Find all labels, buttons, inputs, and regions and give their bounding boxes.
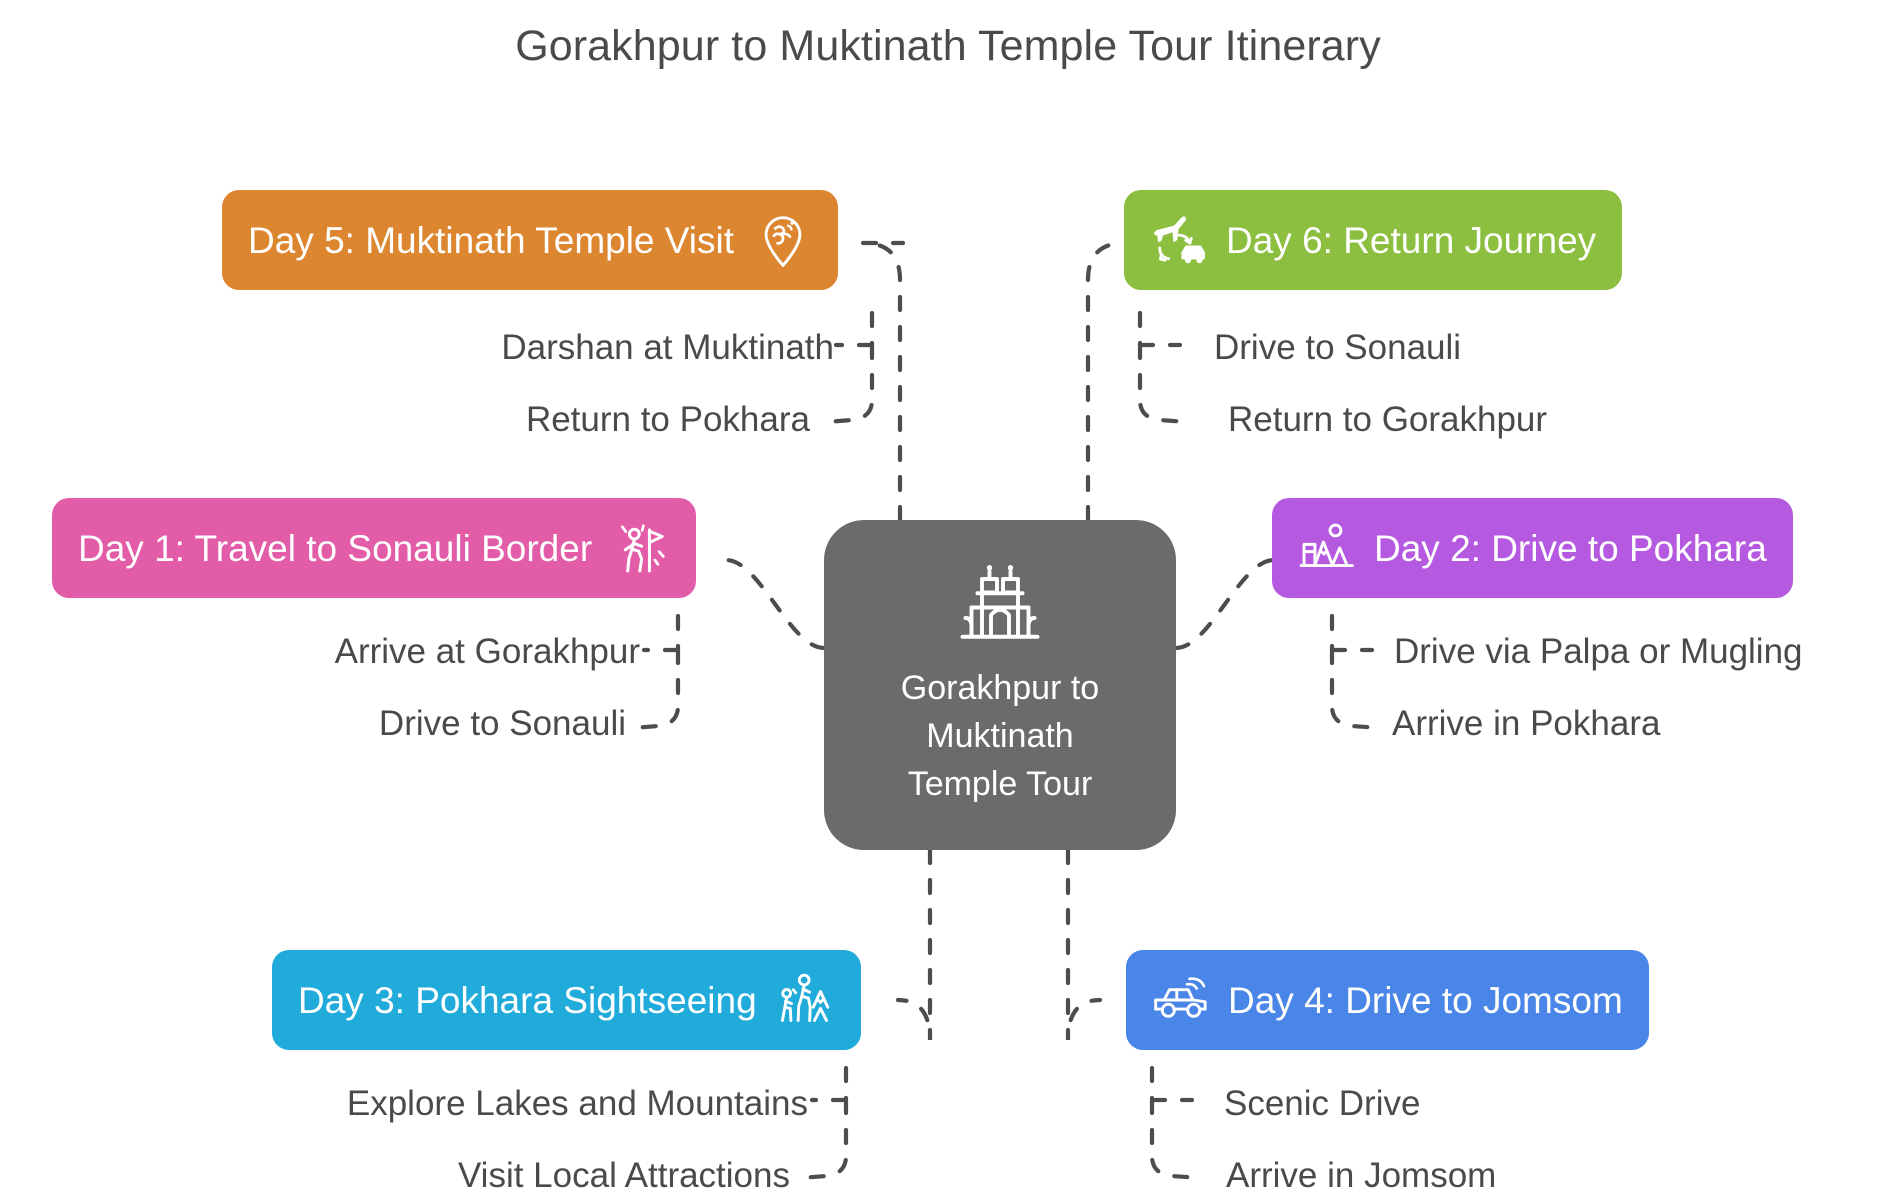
leaf-day5-0: Darshan at Muktinath bbox=[501, 328, 834, 367]
leaf-day4-0: Scenic Drive bbox=[1224, 1084, 1421, 1123]
branch-label-day5: Day 5: Muktinath Temple Visit bbox=[248, 219, 735, 261]
branch-node-day1[interactable]: Day 1: Travel to Sonauli Border bbox=[52, 498, 697, 598]
branch-label-day6: Day 6: Return Journey bbox=[1226, 219, 1597, 261]
connector-center-day5 bbox=[862, 240, 906, 523]
leaf-day3-0: Explore Lakes and Mountains bbox=[346, 1084, 808, 1123]
center-node[interactable]: Gorakhpur to Muktinath Temple Tour bbox=[824, 520, 1176, 850]
page-title: Gorakhpur to Muktinath Temple Tour Itine… bbox=[515, 22, 1381, 70]
om-map-pin-icon bbox=[754, 211, 812, 269]
sightseeing-tourists-icon bbox=[777, 971, 835, 1029]
connector-day6-children bbox=[1137, 310, 1191, 425]
branch-node-day2[interactable]: Day 2: Drive to Pokhara bbox=[1272, 498, 1793, 598]
connector-center-day6 bbox=[1085, 240, 1128, 523]
leaf-day5-1: Return to Pokhara bbox=[525, 400, 810, 439]
branch-label-day3: Day 3: Pokhara Sightseeing bbox=[298, 979, 757, 1021]
leaf-day2-1: Arrive in Pokhara bbox=[1392, 704, 1661, 743]
branch-node-day5[interactable]: Day 5: Muktinath Temple Visit bbox=[222, 190, 839, 290]
connector-center-day3 bbox=[895, 847, 933, 1041]
connector-center-day2 bbox=[1173, 557, 1277, 651]
leaf-day3-1: Visit Local Attractions bbox=[457, 1156, 790, 1195]
center-node-label: Gorakhpur to Muktinath Temple Tour bbox=[900, 669, 1100, 803]
leaf-day1-0: Arrive at Gorakhpur bbox=[334, 632, 640, 671]
branch-label-day4: Day 4: Drive to Jomsom bbox=[1228, 979, 1623, 1021]
branch-node-day3[interactable]: Day 3: Pokhara Sightseeing bbox=[272, 950, 861, 1050]
jeep-offroad-icon bbox=[1152, 971, 1210, 1029]
leaf-day6-0: Drive to Sonauli bbox=[1214, 328, 1462, 367]
leaf-day1-1: Drive to Sonauli bbox=[378, 704, 626, 743]
connector-day2-children bbox=[1329, 613, 1383, 731]
branch-node-day4[interactable]: Day 4: Drive to Jomsom bbox=[1126, 950, 1649, 1050]
temple-gateway-icon bbox=[952, 558, 1048, 654]
plane-car-transfer-icon bbox=[1150, 211, 1208, 269]
branch-label-day2: Day 2: Drive to Pokhara bbox=[1374, 527, 1767, 569]
branch-node-day6[interactable]: Day 6: Return Journey bbox=[1124, 190, 1623, 290]
leaf-day6-1: Return to Gorakhpur bbox=[1228, 400, 1548, 439]
mountain-landscape-icon bbox=[1298, 519, 1356, 577]
connector-center-day4 bbox=[1065, 847, 1103, 1041]
branch-label-day1: Day 1: Travel to Sonauli Border bbox=[78, 527, 593, 569]
connector-day4-children bbox=[1149, 1065, 1203, 1181]
leaf-day2-0: Drive via Palpa or Mugling bbox=[1394, 632, 1803, 671]
connector-center-day1 bbox=[723, 557, 827, 651]
traveler-with-flag-icon bbox=[612, 519, 670, 577]
leaf-day4-1: Arrive in Jomsom bbox=[1226, 1156, 1497, 1195]
